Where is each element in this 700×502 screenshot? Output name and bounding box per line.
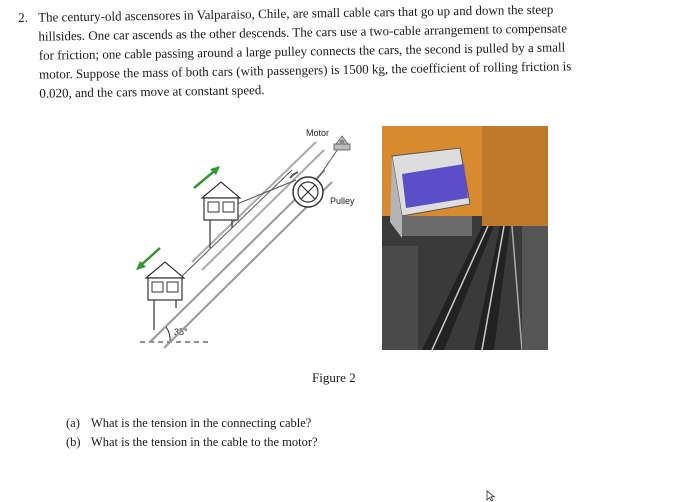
question-label: (b) (66, 435, 81, 449)
track-lower-rail (163, 181, 333, 349)
question-text: What is the tension in the connecting ca… (90, 416, 312, 430)
connecting-cable (231, 179, 297, 207)
rotation-arrow-icon (289, 171, 299, 179)
questions-list: (a) What is the tension in the connectin… (66, 414, 318, 452)
mouse-cursor-icon (486, 490, 496, 502)
problem-number: 2. (18, 9, 29, 25)
figure-caption: Figure 2 (312, 370, 356, 385)
question-label: (a) (66, 416, 80, 430)
funicular-photo (382, 126, 548, 350)
track-upper-rail (201, 149, 325, 271)
problem-statement: 2. The century-old ascensores in Valpara… (18, 0, 684, 103)
question-item: (a) What is the tension in the connectin… (66, 414, 318, 433)
motor (333, 135, 351, 151)
question-item: (b) What is the tension in the cable to … (66, 433, 318, 452)
upper-cable-car (200, 181, 242, 248)
cable-car-diagram: 35° Pulley Motor (136, 128, 355, 349)
connecting-cable (179, 169, 293, 279)
lower-cable-car (144, 261, 186, 330)
motor-label: Motor (306, 128, 329, 138)
pulley-label: Pulley (330, 196, 355, 206)
descending-arrow-icon (136, 247, 161, 270)
pulley (292, 176, 324, 208)
track-upper-rail (191, 141, 317, 263)
motor-cable (313, 145, 341, 185)
ascending-arrow-icon (193, 166, 220, 189)
angle-arc (165, 326, 171, 343)
question-text: What is the tension in the cable to the … (90, 435, 318, 449)
